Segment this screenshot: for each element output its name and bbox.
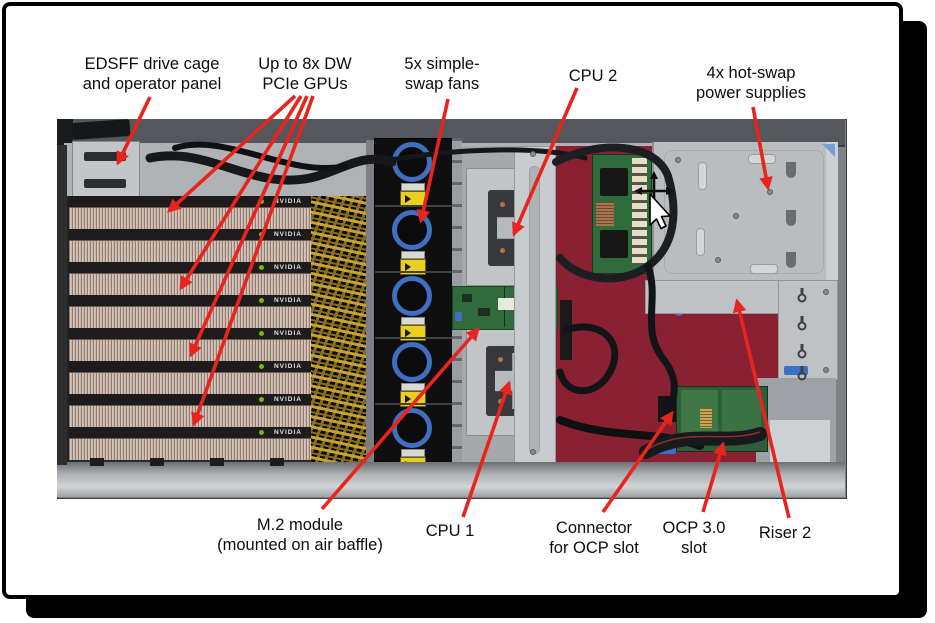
label-line: swap fans	[404, 75, 480, 93]
label-line: power supplies	[695, 84, 807, 102]
callout-ocp-connector: Connector for OCP slot	[549, 518, 639, 558]
label-line: PCIe GPUs	[262, 75, 348, 93]
keyhole-slot	[797, 366, 807, 381]
arrow-gpu-4	[191, 95, 315, 427]
fan-rail-left	[366, 140, 374, 470]
arrow-cpu2	[512, 87, 579, 237]
edsff-slot	[84, 152, 126, 161]
arrow-m2	[320, 326, 480, 511]
label-line: Up to 8x DW	[258, 55, 352, 73]
gpu-card: NVIDIA	[69, 427, 311, 460]
nvidia-logo-icon	[259, 298, 264, 303]
callout-psus: 4x hot-swap power supplies	[696, 63, 806, 103]
stamped-slot	[696, 228, 705, 256]
arrow-gpu-2	[179, 95, 303, 291]
label-line: 5x simple-	[404, 55, 480, 73]
label-line: CPU 1	[425, 522, 475, 540]
callout-arrows	[116, 87, 791, 519]
ocp-cable-bundle	[639, 427, 767, 459]
pointer-cursor-icon	[649, 193, 671, 230]
label-line: and operator panel	[82, 75, 222, 93]
front-left-corner	[57, 119, 73, 145]
arrow-riser2	[732, 298, 791, 519]
psu-bay-edge	[826, 142, 838, 282]
arrow-ocp-connector	[601, 410, 674, 514]
gpu-card: NVIDIA	[69, 229, 311, 262]
cable-harnesses	[145, 141, 767, 459]
arrow-fans	[416, 98, 450, 224]
pdb-component	[600, 168, 628, 196]
sheetmetal-details	[530, 151, 829, 455]
gpu-brand-label: NVIDIA	[273, 198, 302, 205]
gpu-card: NVIDIA	[69, 394, 311, 427]
arrow-psus	[751, 106, 773, 191]
arrow-gpu-3	[189, 95, 309, 358]
m2-latch	[455, 312, 462, 321]
fan-ring	[392, 342, 432, 382]
fan-module	[375, 139, 453, 207]
nvidia-logo-icon	[259, 397, 264, 402]
keyhole-slot	[797, 288, 807, 303]
arrow-edsff	[116, 96, 152, 166]
label-line: EDSFF drive cage	[84, 55, 220, 73]
blue-latch	[784, 366, 808, 375]
nvidia-logo-icon	[259, 430, 264, 435]
psu-keyhole	[786, 210, 796, 226]
callout-m2: M.2 module (mounted on air baffle)	[217, 515, 383, 555]
label-line: Riser 2	[758, 524, 812, 542]
right-chassis-wall	[778, 280, 838, 380]
callout-gpus: Up to 8x DW PCIe GPUs	[258, 54, 352, 94]
psu-bay	[652, 142, 838, 282]
callout-riser2: Riser 2	[759, 523, 811, 543]
label-line: CPU 2	[568, 67, 618, 85]
label-line: slot	[681, 539, 707, 557]
edsff-slot	[84, 179, 126, 188]
arrow-cpu1	[461, 380, 512, 518]
riser2-bracket	[645, 280, 787, 314]
callout-ocp-slot: OCP 3.0 slot	[663, 518, 726, 558]
psu-keyhole	[786, 252, 796, 268]
fan-ring	[392, 276, 432, 316]
keyhole-slot	[797, 316, 807, 331]
callout-edsff: EDSFF drive cage and operator panel	[83, 54, 222, 94]
copper-heatsink	[596, 202, 614, 226]
psu-keyhole	[786, 162, 796, 178]
label-line: Connector	[555, 519, 633, 537]
nvidia-logo-icon	[259, 331, 264, 336]
callout-cpu1: CPU 1	[426, 521, 475, 541]
callout-cpu2: CPU 2	[569, 66, 618, 86]
gpu-card: NVIDIA	[69, 295, 311, 328]
pdb-component	[600, 230, 628, 258]
left-rail	[57, 145, 67, 465]
power-connectors	[632, 158, 647, 264]
label-line: (mounted on air baffle)	[217, 536, 383, 554]
nvidia-logo-icon	[259, 364, 264, 369]
callout-fans: 5x simple-swap fans	[404, 54, 479, 94]
fan-module	[375, 271, 453, 341]
label-line: M.2 module	[256, 516, 344, 534]
arrow-gpu-1	[166, 94, 297, 213]
label-line: OCP 3.0	[662, 519, 726, 537]
stamped-slot	[698, 162, 707, 190]
gpu-power-cables	[311, 196, 366, 462]
gpu-card: NVIDIA	[69, 361, 311, 394]
keyhole-slot	[797, 344, 807, 359]
arrow-ocp-slot	[701, 441, 727, 513]
nvidia-logo-icon	[259, 265, 264, 270]
label-line: for OCP slot	[549, 539, 639, 557]
label-line: 4x hot-swap	[706, 64, 796, 82]
ocp-coil	[700, 408, 712, 428]
